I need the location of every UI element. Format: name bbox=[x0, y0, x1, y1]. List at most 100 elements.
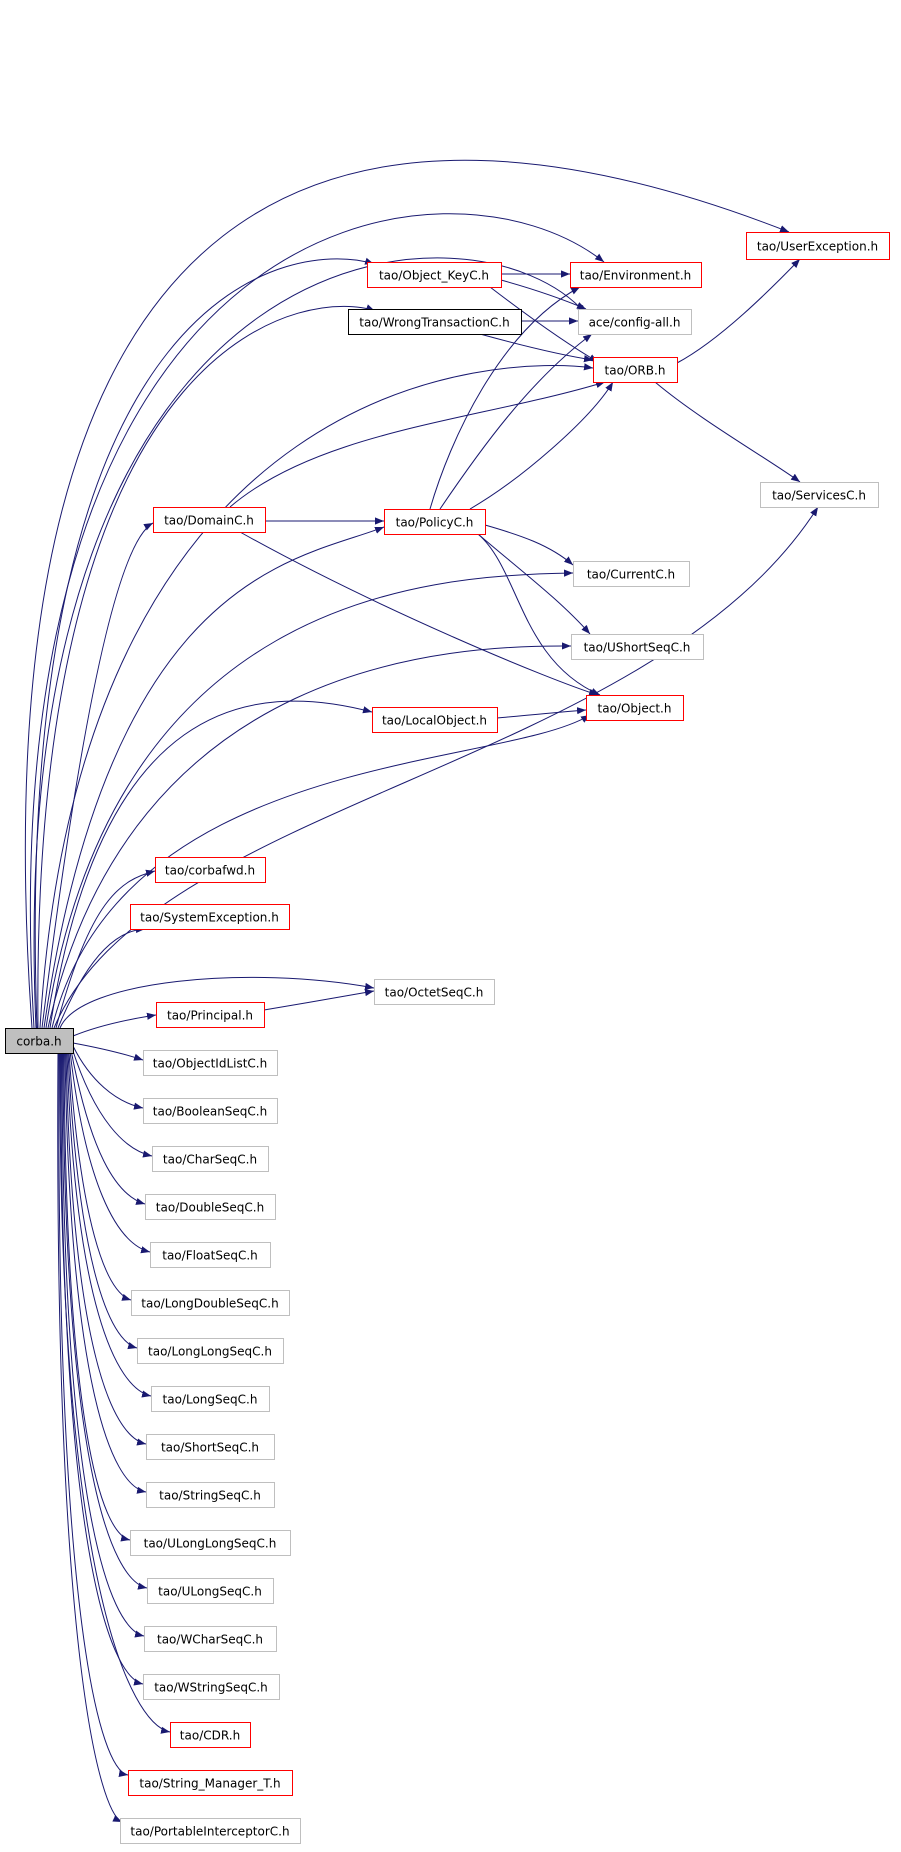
node-box-shortseq bbox=[146, 1434, 275, 1460]
node-localobj[interactable]: tao/LocalObject.h bbox=[372, 707, 498, 733]
edge-policy-to-ushortseq bbox=[477, 533, 591, 635]
node-label-octetseq: tao/OctetSeqC.h bbox=[385, 986, 484, 1000]
edges-layer bbox=[24, 159, 819, 1823]
node-label-longlongseq: tao/LongLongSeqC.h bbox=[148, 1345, 272, 1359]
node-label-principal: tao/Principal.h bbox=[167, 1009, 253, 1023]
node-label-services: tao/ServicesC.h bbox=[772, 489, 866, 503]
node-box-domain bbox=[153, 507, 266, 533]
edge-corba-to-portableint bbox=[57, 1052, 123, 1823]
node-label-objidlist: tao/ObjectIdListC.h bbox=[153, 1057, 267, 1071]
node-wstringseq: tao/WStringSeqC.h bbox=[143, 1674, 280, 1700]
node-box-longseq bbox=[151, 1386, 270, 1412]
node-floatseq: tao/FloatSeqC.h bbox=[150, 1242, 271, 1268]
node-domain[interactable]: tao/DomainC.h bbox=[153, 507, 266, 533]
node-box-userexc bbox=[746, 232, 890, 260]
node-label-strmgr: tao/String_Manager_T.h bbox=[139, 1777, 280, 1791]
node-userexc[interactable]: tao/UserException.h bbox=[746, 232, 890, 260]
node-box-ulonglongseq bbox=[130, 1530, 291, 1556]
node-doubleseq: tao/DoubleSeqC.h bbox=[145, 1194, 276, 1220]
node-wrongtx[interactable]: tao/WrongTransactionC.h bbox=[348, 309, 522, 335]
node-orb[interactable]: tao/ORB.h bbox=[593, 357, 678, 383]
node-box-corba bbox=[5, 1028, 74, 1054]
node-strmgr[interactable]: tao/String_Manager_T.h bbox=[128, 1770, 293, 1796]
node-box-wcharseq bbox=[144, 1626, 277, 1652]
node-env[interactable]: tao/Environment.h bbox=[570, 262, 702, 288]
node-label-ulongseq: tao/ULongSeqC.h bbox=[158, 1585, 262, 1599]
node-box-principal bbox=[156, 1002, 265, 1028]
edge-corba-to-longdoubleseq bbox=[68, 1051, 132, 1301]
node-box-boolseq bbox=[143, 1098, 278, 1124]
node-object[interactable]: tao/Object.h bbox=[586, 695, 684, 721]
node-box-corbafwd bbox=[155, 857, 266, 883]
node-label-env: tao/Environment.h bbox=[580, 269, 692, 283]
nodes-layer: corba.h tao/UserException.h tao/Object_Key… bbox=[5, 232, 890, 1844]
node-label-object: tao/Object.h bbox=[598, 702, 672, 716]
node-policy[interactable]: tao/PolicyC.h bbox=[384, 509, 486, 535]
edge-corba-to-boolseq bbox=[72, 1045, 144, 1110]
edge-objkey-to-config bbox=[500, 279, 587, 310]
node-principal[interactable]: tao/Principal.h bbox=[156, 1002, 265, 1028]
node-sysexc[interactable]: tao/SystemException.h bbox=[130, 904, 290, 930]
edge-corba-to-current bbox=[45, 569, 574, 1029]
node-corba[interactable]: corba.h bbox=[5, 1028, 74, 1054]
edge-policy-to-orb bbox=[469, 381, 614, 510]
node-box-sysexc bbox=[130, 904, 290, 930]
edge-localobj-to-object bbox=[496, 707, 587, 719]
node-label-localobj: tao/LocalObject.h bbox=[382, 714, 487, 728]
node-label-charseq: tao/CharSeqC.h bbox=[163, 1153, 257, 1167]
node-boolseq: tao/BooleanSeqC.h bbox=[143, 1098, 278, 1124]
edge-corba-to-ulongseq bbox=[62, 1052, 148, 1590]
node-label-sysexc: tao/SystemException.h bbox=[140, 911, 279, 925]
edge-policy-to-config bbox=[439, 333, 593, 510]
node-label-userexc: tao/UserException.h bbox=[757, 240, 878, 254]
edge-corba-to-userexc bbox=[24, 159, 790, 1029]
node-longdoubleseq: tao/LongDoubleSeqC.h bbox=[131, 1290, 290, 1316]
node-label-ushortseq: tao/UShortSeqC.h bbox=[584, 641, 691, 655]
edge-orb-to-services bbox=[654, 381, 801, 483]
node-label-ulonglongseq: tao/ULongLongSeqC.h bbox=[144, 1537, 277, 1551]
node-box-policy bbox=[384, 509, 486, 535]
node-box-env bbox=[570, 262, 702, 288]
node-box-wstringseq bbox=[143, 1674, 280, 1700]
node-shortseq: tao/ShortSeqC.h bbox=[146, 1434, 275, 1460]
edge-corba-to-localobj bbox=[49, 700, 373, 1029]
edge-corba-to-config bbox=[33, 257, 587, 1029]
edge-corba-to-wcharseq bbox=[61, 1052, 145, 1638]
node-label-boolseq: tao/BooleanSeqC.h bbox=[153, 1105, 267, 1119]
edge-corba-to-doubleseq bbox=[70, 1049, 146, 1205]
node-config: ace/config-all.h bbox=[578, 309, 692, 335]
edge-orb-to-userexc bbox=[676, 258, 801, 364]
node-label-portableint: tao/PortableInterceptorC.h bbox=[130, 1825, 289, 1839]
node-label-config: ace/config-all.h bbox=[589, 316, 681, 330]
edge-corba-to-cdr bbox=[59, 1052, 171, 1734]
edge-corba-to-corbafwd bbox=[55, 869, 156, 1029]
node-label-wrongtx: tao/WrongTransactionC.h bbox=[359, 316, 509, 330]
edge-corba-to-charseq bbox=[71, 1047, 153, 1158]
node-ulongseq: tao/ULongSeqC.h bbox=[147, 1578, 274, 1604]
node-label-current: tao/CurrentC.h bbox=[587, 568, 675, 582]
node-label-policy: tao/PolicyC.h bbox=[396, 516, 474, 530]
edge-policy-to-current bbox=[484, 524, 574, 566]
node-box-octetseq bbox=[374, 979, 495, 1005]
edge-corba-to-wstringseq bbox=[60, 1052, 144, 1686]
node-objkey[interactable]: tao/Object_KeyC.h bbox=[367, 262, 502, 288]
edge-corba-to-orb bbox=[39, 363, 594, 1029]
edge-corba-to-stringseq bbox=[64, 1052, 147, 1494]
node-corbafwd[interactable]: tao/corbafwd.h bbox=[155, 857, 266, 883]
node-charseq: tao/CharSeqC.h bbox=[152, 1146, 269, 1172]
node-label-objkey: tao/Object_KeyC.h bbox=[379, 269, 489, 283]
node-stringseq: tao/StringSeqC.h bbox=[146, 1482, 275, 1508]
node-box-ulongseq bbox=[147, 1578, 274, 1604]
edge-corba-to-longseq bbox=[66, 1052, 152, 1398]
node-cdr[interactable]: tao/CDR.h bbox=[170, 1722, 251, 1748]
edge-objkey-to-orb bbox=[489, 286, 599, 363]
node-box-stringseq bbox=[146, 1482, 275, 1508]
node-wcharseq: tao/WCharSeqC.h bbox=[144, 1626, 277, 1652]
node-services: tao/ServicesC.h bbox=[760, 482, 879, 508]
node-octetseq: tao/OctetSeqC.h bbox=[374, 979, 495, 1005]
edge-corba-to-policy bbox=[43, 526, 385, 1029]
edge-corba-to-strmgr bbox=[58, 1052, 129, 1777]
node-ushortseq: tao/UShortSeqC.h bbox=[571, 634, 704, 660]
node-longlongseq: tao/LongLongSeqC.h bbox=[137, 1338, 284, 1364]
edge-corba-to-shortseq bbox=[65, 1052, 147, 1446]
